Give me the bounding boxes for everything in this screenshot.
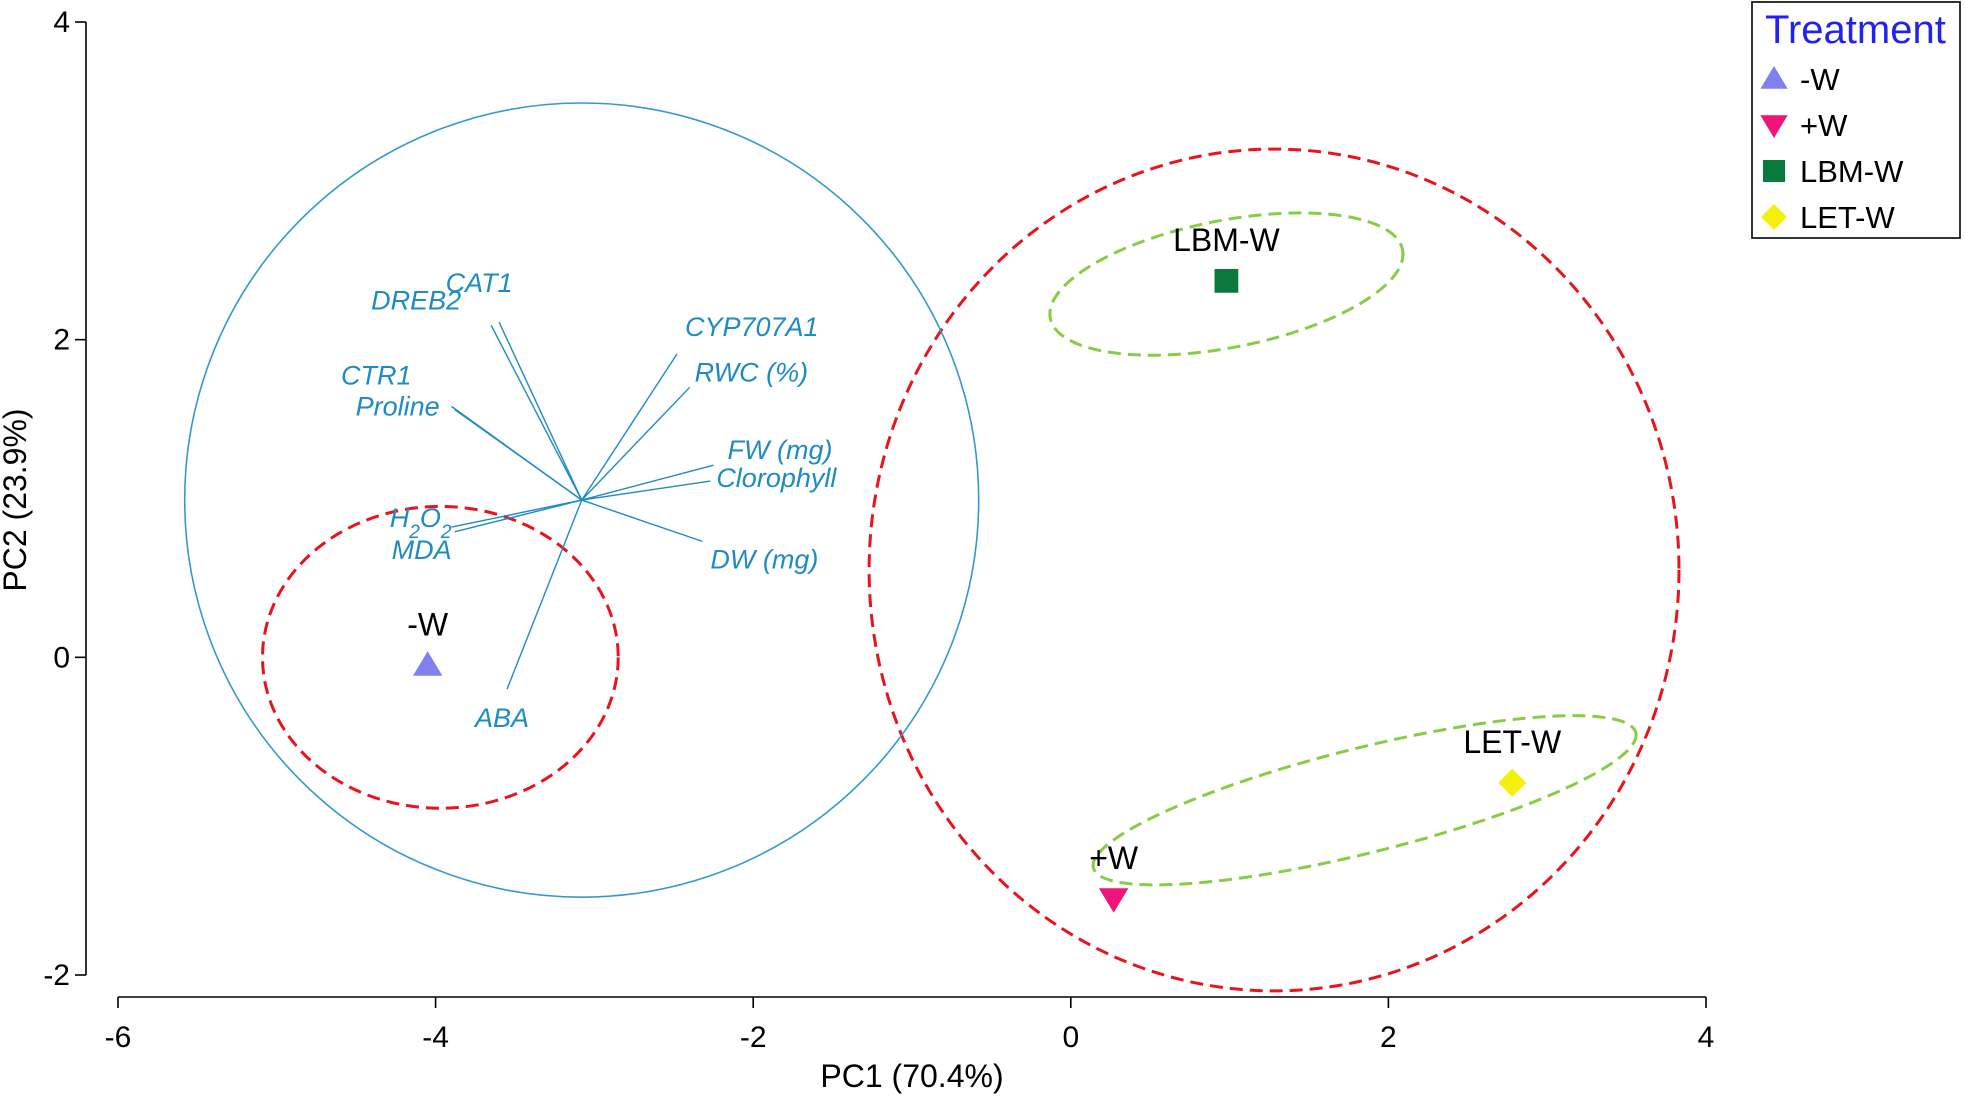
loading-label-mda: MDA [392, 535, 452, 565]
legend: Treatment -W +W LBM-W LET-W [1751, 1, 1961, 239]
y-tick-label: 4 [53, 6, 70, 39]
legend-label-lbm-w: LBM-W [1800, 154, 1904, 189]
loading-vector-dreb2 [490, 325, 583, 501]
y-tick-label: 0 [53, 641, 70, 674]
point-label-lbm-w: LBM-W [1173, 222, 1280, 258]
point-w [1098, 888, 1129, 913]
loading-vector-cyp707a1 [581, 353, 678, 501]
score-points: -W +W LBM-W LET-W [407, 222, 1562, 913]
x-tick-label: -2 [740, 1021, 767, 1054]
loading-label-ctr1: CTR1 [341, 360, 412, 390]
loading-label-dw-mg: DW (mg) [710, 544, 818, 574]
legend-marker-lbm-w [1762, 159, 1786, 183]
x-tick-label: -4 [422, 1021, 449, 1054]
axes: -6 -4 -2 0 2 4 -2 0 2 4 PC1 (70.4%) PC2 (23.9%) [0, 6, 1714, 1094]
loading-vector-aba [506, 499, 583, 690]
y-tick-label: 2 [53, 324, 70, 357]
y-axis-title: PC2 (23.9%) [0, 408, 33, 591]
loading-vector-cat1 [498, 321, 583, 501]
loading-vector-dw-mg [581, 499, 703, 543]
correlation-circle [183, 102, 980, 898]
loading-label-cat1: CAT1 [446, 268, 513, 298]
loading-label-proline: Proline [356, 392, 440, 422]
loading-label-fw-mg: FW (mg) [728, 435, 833, 465]
x-ticks: -6 -4 -2 0 2 4 [105, 997, 1715, 1054]
point-label-w: -W [407, 606, 449, 642]
legend-box [1751, 1, 1961, 239]
legend-title: Treatment [1765, 8, 1946, 52]
ellipse-right-cluster [867, 147, 1681, 993]
point-label-let-w: LET-W [1463, 724, 1562, 760]
ellipse-let-w-w [1091, 714, 1638, 887]
x-axis-title: PC1 (70.4%) [820, 1058, 1003, 1094]
ellipse-left-cluster [261, 504, 620, 810]
loading-label-clorophyll: Clorophyll [716, 463, 837, 493]
x-tick-label: 2 [1380, 1021, 1397, 1054]
legend-label-w: -W [1800, 62, 1840, 97]
loading-label-h2o2: H2O2 [390, 503, 452, 543]
x-tick-label: -6 [105, 1021, 132, 1054]
point-label-w: +W [1089, 840, 1139, 876]
point-lbm-w [1214, 268, 1239, 293]
loading-label-dreb2: DREB2 [371, 285, 461, 315]
y-ticks: -2 0 2 4 [43, 6, 86, 992]
loading-label-aba: ABA [473, 703, 529, 733]
group-ellipses [261, 147, 1681, 993]
legend-marker-w [1760, 66, 1788, 89]
loading-vector-rwc [581, 386, 691, 501]
loading-vector-clorophyll [581, 480, 711, 501]
loading-vector-proline [454, 408, 583, 501]
point-let-w [1498, 768, 1527, 797]
legend-label-w: +W [1800, 108, 1848, 143]
loading-vector-h2o2 [451, 499, 582, 528]
loading-label-cyp707a1: CYP707A1 [685, 312, 819, 342]
ellipse-lbm-w [1048, 211, 1405, 357]
legend-label-let-w: LET-W [1800, 200, 1895, 235]
point-w [412, 651, 443, 676]
loading-vector-fw-mg [581, 464, 714, 501]
x-tick-label: 4 [1698, 1021, 1715, 1054]
loading-vector-mda [454, 499, 582, 533]
loading-label-rwc: RWC (%) [695, 357, 808, 387]
x-tick-label: 0 [1062, 1021, 1079, 1054]
y-tick-label: -2 [43, 959, 70, 992]
legend-marker-let-w [1761, 204, 1787, 230]
legend-marker-w [1760, 115, 1788, 138]
correlation-circle-layer [183, 102, 980, 898]
